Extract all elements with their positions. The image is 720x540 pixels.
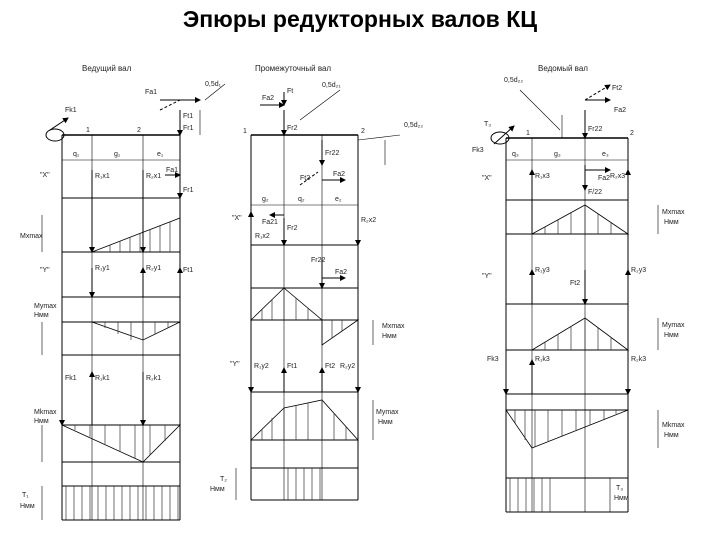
shaft1-k-r1: R₁k1: [95, 375, 110, 382]
shaft3-diagram: Ведомый вал: [472, 64, 685, 513]
shaft3-mk-label: Mkmax: [662, 422, 685, 429]
shaft3-force-fr22: Fr22: [588, 126, 603, 133]
shaft1-k-fk1: Fk1: [65, 375, 77, 382]
shaft1-force-ft1: Ft1: [183, 113, 193, 120]
shaft1-mk-label: Mkmax: [34, 409, 57, 416]
shaft3-caption: Ведомый вал: [538, 64, 588, 73]
shaft1-t-unit: Hмм: [20, 503, 35, 510]
shaft1-t-label: T₁: [22, 492, 29, 499]
shaft2-x-fr22: Fr22: [311, 257, 326, 264]
shaft3-mx-label: Mxmax: [662, 209, 685, 216]
shaft2-point-1: 1: [243, 128, 247, 135]
shaft1-caption: Ведущий вал: [82, 64, 132, 73]
shaft1-force-fa1: Fa1: [145, 89, 157, 96]
shaft1-y-label: "Y": [40, 267, 50, 274]
shaft3-t-unit: Hмм: [614, 495, 629, 502]
shaft3-t-label: T₃: [616, 485, 623, 492]
shaft2-x-fa21: Fa21: [262, 219, 278, 226]
shaft2-t-label: T₂: [220, 476, 227, 483]
shaft1-y-ft1: Ft1: [183, 267, 193, 274]
shaft1-span-q: q₁: [73, 151, 80, 158]
shaft1-force-fk1: Fk1: [65, 107, 77, 114]
shaft2-my-unit: Hмм: [378, 419, 393, 426]
shaft1-x-fa1: Fa1: [166, 167, 178, 174]
shaft3-span-q: q₃: [512, 151, 519, 158]
shaft2-mid-ft2: Ft2: [300, 175, 310, 182]
shaft1-span-g: g₁: [114, 151, 121, 158]
shaft3-force-fa2: Fa2: [614, 107, 626, 114]
shaft1-y-r1: R₁y1: [95, 265, 110, 272]
shaft2-y-label: "Y": [230, 361, 240, 368]
shaft2-force-fa2: Fa2: [262, 95, 274, 102]
shaft3-torque: T₃: [484, 121, 491, 128]
shaft1-x-label: "X": [40, 172, 50, 179]
shaft3-fk: Fk3: [472, 147, 484, 154]
shaft3-x-r2: R₂x3: [610, 173, 625, 180]
shaft1-x-r2: R₂x1: [146, 173, 161, 180]
shaft2-span-q: q₂: [298, 196, 305, 203]
shaft3-mk-unit: Hмм: [664, 432, 679, 439]
shaft3-y-r1: R₁y3: [535, 267, 550, 274]
shaft1-my-unit: Hмм: [34, 312, 49, 319]
shaft1-point-1: 1: [86, 127, 90, 134]
shaft2-force-ft: Ft: [287, 88, 293, 95]
shaft2-x-r1: R₁x2: [255, 233, 270, 240]
shaft1-point-2: 2: [137, 127, 141, 134]
shaft1-x-r1: R₁x1: [95, 173, 110, 180]
shaft3-x-label: "X": [482, 175, 492, 182]
shaft2-mid-fr22: Fr22: [325, 150, 340, 157]
shaft3-mx-unit: Hмм: [664, 219, 679, 226]
shaft3-k-r2: R₂k3: [631, 356, 646, 363]
shaft2-y-r1: R₁y2: [254, 363, 269, 370]
shaft2-x-r2: R₂x2: [361, 217, 376, 224]
shaft2-point-2: 2: [361, 128, 365, 135]
shaft3-span-g: g₃: [554, 151, 561, 158]
shaft2-span-g: g₂: [262, 196, 269, 203]
page-title: Эпюры редукторных валов КЦ: [182, 6, 538, 32]
shaft2-mid-fa2: Fa2: [333, 171, 345, 178]
shaft1-diagram: Ведущий вал: [20, 64, 226, 521]
shaft2-mx-unit: Hмм: [382, 333, 397, 340]
shaft3-k-fk3: Fk3: [487, 356, 499, 363]
shaft3-y-ft2: Ft2: [570, 280, 580, 287]
shaft3-span-e: e₃: [602, 151, 609, 158]
shaft2-mx-label: Mxmax: [382, 323, 405, 330]
shaft2-diagram: Промежуточный вал: [210, 64, 423, 501]
shaft2-span-e: e₂: [335, 196, 342, 203]
shaft2-dim-d21: 0,5d₂₁: [322, 82, 341, 89]
shaft3-force-ft2: Ft2: [612, 85, 622, 92]
shaft3-x-f22: F/22: [588, 189, 602, 196]
shaft1-mx-label: Mxmax: [20, 233, 43, 240]
shaft1-y-r2: R₂y1: [146, 265, 161, 272]
shaft1-my-label: Mymax: [34, 303, 57, 310]
shaft3-point-2: 2: [630, 130, 634, 137]
shaft1-force-fr1: Fr1: [183, 125, 194, 132]
shaft2-x-label: "X": [232, 215, 242, 222]
shaft2-y-ft1: Ft1: [287, 363, 297, 370]
shaft2-dim-d22: 0,5d₂₂: [404, 122, 423, 129]
shaft1-span-e: e₁: [157, 151, 164, 158]
shaft2-x-fr2: Fr2: [287, 225, 298, 232]
shaft3-x-fa2: Fa2: [598, 175, 610, 182]
shaft3-k-r1: R₁k3: [535, 356, 550, 363]
shaft3-x-r1: R₁x3: [535, 173, 550, 180]
shaft3-my-unit: Hмм: [664, 332, 679, 339]
shaft1-dim-d: 0,5d₁: [205, 81, 222, 88]
shaft2-force-fr2: Fr2: [287, 125, 298, 132]
shaft2-y-r2: R₂y2: [340, 363, 355, 370]
shaft1-x-fr1: Fr1: [183, 187, 194, 194]
shaft3-y-label: "Y": [482, 273, 492, 280]
shaft2-t-unit: Hмм: [210, 486, 225, 493]
shaft2-y-ft2: Ft2: [325, 363, 335, 370]
shaft3-dim-d: 0,5d₂₂: [504, 77, 523, 84]
shaft2-caption: Промежуточный вал: [255, 64, 331, 73]
shaft2-x-fa2: Fa2: [335, 269, 347, 276]
shaft2-my-label: Mymax: [376, 409, 399, 416]
shaft1-mk-unit: Hмм: [34, 418, 49, 425]
shaft1-k-r2: R₂k1: [146, 375, 161, 382]
shaft3-y-r2: R₂y3: [631, 267, 646, 274]
shaft3-my-label: Mymax: [662, 322, 685, 329]
shaft3-point-1: 1: [526, 130, 530, 137]
